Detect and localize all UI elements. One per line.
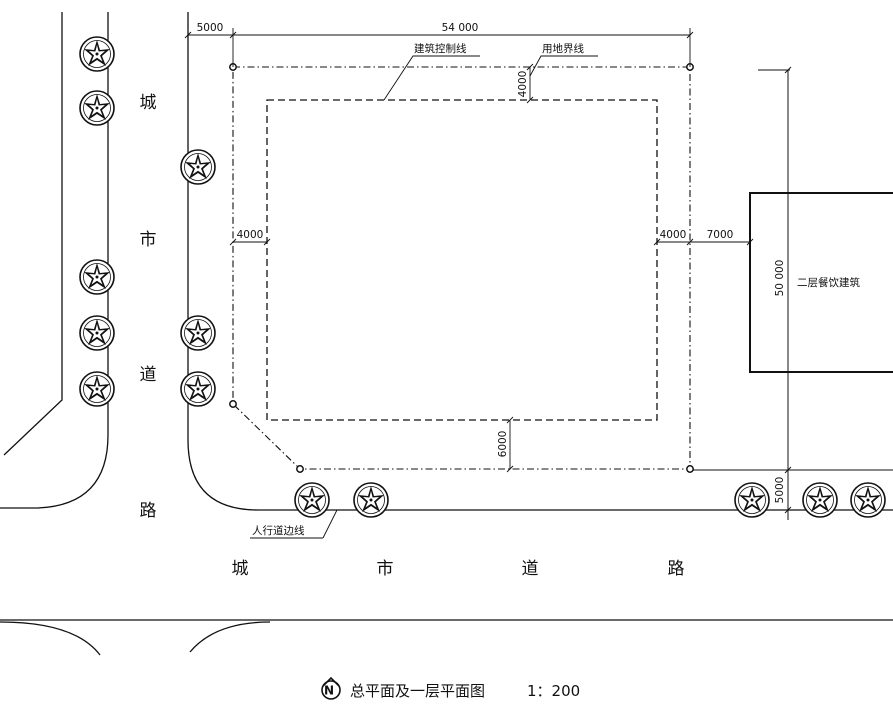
road-bottom-char: 城	[232, 559, 249, 579]
neighbor-building-label: 二层餐饮建筑	[797, 276, 860, 289]
road-label-bottom: 城 市 道 路	[232, 559, 685, 579]
road-left-char: 道	[140, 365, 157, 385]
dim-neighbor-gap: 7000	[707, 229, 734, 241]
tree-icon	[79, 371, 115, 407]
sidewalk-edge-line-label: 人行道边线	[252, 524, 305, 537]
road-left-char: 市	[140, 230, 157, 250]
road-bottom-char: 市	[377, 559, 394, 579]
north-arrow-icon: N	[321, 676, 341, 700]
tree-icon	[734, 482, 770, 518]
road-left-char: 城	[140, 93, 157, 113]
neighbor-reference-line	[690, 69, 893, 520]
tree-icon	[79, 90, 115, 126]
road-left-char: 路	[140, 501, 157, 521]
road-label-left: 城 市 道 路	[140, 93, 157, 521]
land-boundary-line-label: 用地界线	[542, 42, 584, 55]
tree-icon	[802, 482, 838, 518]
tree-icon	[79, 315, 115, 351]
road-bottom-char: 道	[522, 559, 539, 579]
dim-top-setback: 4000	[517, 71, 529, 98]
tree-icon	[294, 482, 330, 518]
dim-bottom-setback: 6000	[497, 431, 509, 458]
tree-icon	[850, 482, 886, 518]
trees	[79, 36, 886, 518]
building-control-line-label: 建筑控制线	[414, 42, 467, 55]
dimension-lines	[184, 14, 792, 539]
tree-icon	[79, 259, 115, 295]
dim-left-setback: 4000	[237, 229, 264, 241]
drawing-title: 总平面及一层平面图	[350, 682, 485, 700]
tree-icon	[353, 482, 389, 518]
tree-icon	[180, 371, 216, 407]
tree-icon	[180, 315, 216, 351]
svg-text:N: N	[324, 684, 334, 698]
road-bottom-char: 路	[668, 559, 685, 579]
drawing-scale: 1：200	[527, 682, 580, 700]
dim-right-setback: 4000	[660, 229, 687, 241]
dim-total-width: 54 000	[442, 22, 479, 34]
building-control-line	[266, 99, 658, 421]
road-edge-lines	[0, 12, 893, 656]
tree-icon	[79, 36, 115, 72]
dim-total-depth: 50 000	[774, 260, 786, 297]
neighbor-building	[749, 192, 893, 373]
tree-icon	[180, 149, 216, 185]
land-boundary-line	[229, 63, 694, 473]
dim-left-offset: 5000	[197, 22, 224, 34]
dim-sidewalk-width: 5000	[774, 477, 786, 504]
